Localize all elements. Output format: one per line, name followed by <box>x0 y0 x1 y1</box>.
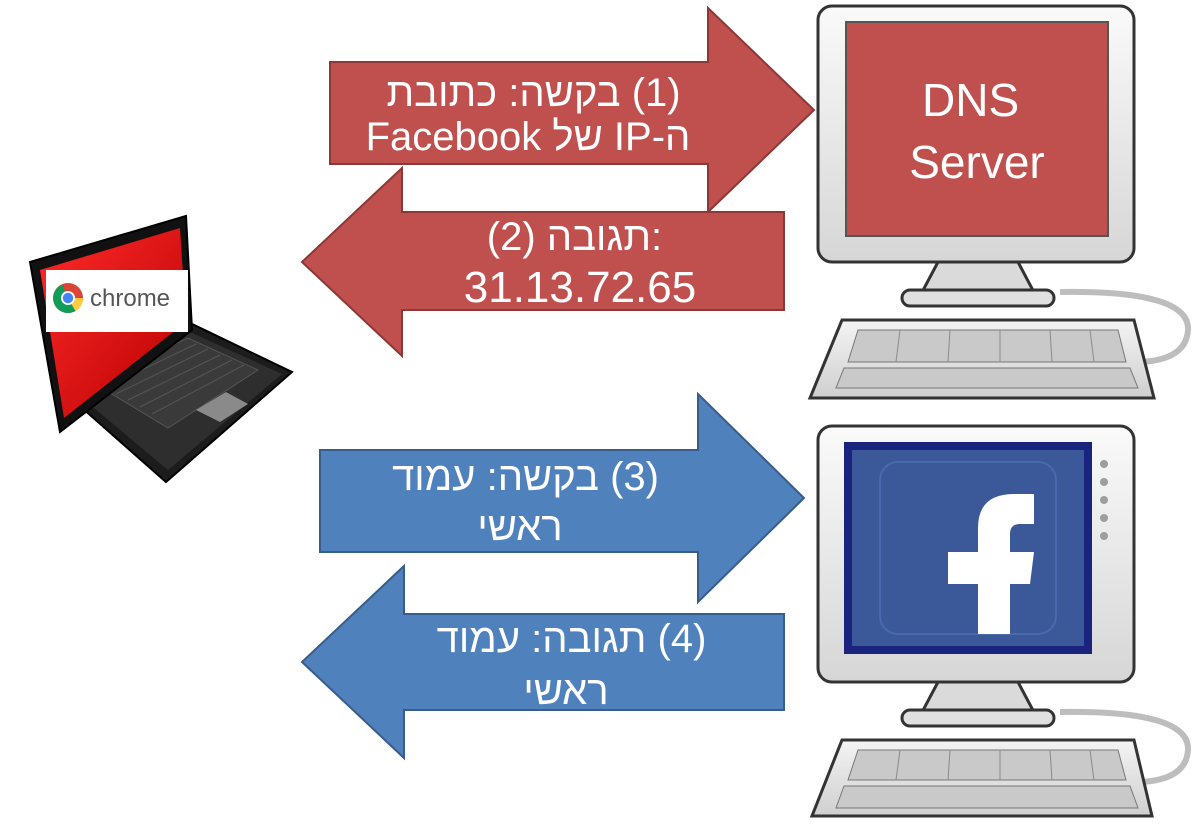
dns-monitor-screen <box>845 21 1109 237</box>
laptop: chrome <box>28 214 294 484</box>
dns-screen-line-1: DNS <box>922 74 1019 126</box>
laptop-touchpad <box>196 392 248 422</box>
svg-text:(1) בקשה: כתובת ה-IP של: (1) בקשה: כתובת ה-IP של Facebook <box>366 71 691 159</box>
arrow-1-line-1: (1) בקשה: כתובת <box>387 71 681 115</box>
chrome-label: chrome <box>46 270 188 332</box>
svg-text:DNS Server: DNS Server <box>909 74 1044 188</box>
chrome-icon <box>53 283 84 314</box>
chrome-browser-label: chrome <box>90 285 170 312</box>
svg-text:(3) בקשה: עמוד ראשי: (3) בקשה: עמוד ראשי <box>381 455 659 549</box>
arrow-3-line-1: (3) בקשה: עמוד <box>392 455 659 499</box>
arrow-2-line-2: 31.13.72.65 <box>464 263 696 312</box>
dns-server-computer: DNS Server <box>807 4 1192 400</box>
desktop-computer-icon <box>816 424 1192 785</box>
desktop-computer-icon: DNS Server <box>816 4 1192 365</box>
arrow-4-line-1: (4) תגובה: עמוד <box>437 617 707 661</box>
arrow-response-facebook: (4) תגובה: עמוד ראשי <box>300 563 785 761</box>
arrow-request-facebook: (3) בקשה: עמוד ראשי <box>319 391 806 605</box>
keyboard-icon <box>809 738 1154 818</box>
keyboard-icon <box>807 318 1156 400</box>
facebook-server-computer <box>809 424 1192 818</box>
arrow-request-dns: (1) בקשה: כתובת ה-IP של Facebook <box>329 5 816 215</box>
facebook-logo-icon <box>879 461 1057 635</box>
svg-text:(2) תגובה: 31.13.72.65: (2) תגובה: 31.13.72.65 <box>464 215 696 312</box>
arrow-1-line-2: ה-IP של Facebook <box>366 115 691 159</box>
svg-text:(4) תגובה: עמוד ראשי: (4) תגובה: עמוד ראשי <box>426 617 707 713</box>
dns-screen-line-2: Server <box>909 136 1044 188</box>
arrow-3-line-2: ראשי <box>477 505 562 549</box>
arrow-response-dns: (2) תגובה: 31.13.72.65 <box>300 165 785 359</box>
arrow-2-line-1: (2) תגובה: <box>487 215 662 259</box>
arrow-4-line-2: ראשי <box>523 669 608 713</box>
